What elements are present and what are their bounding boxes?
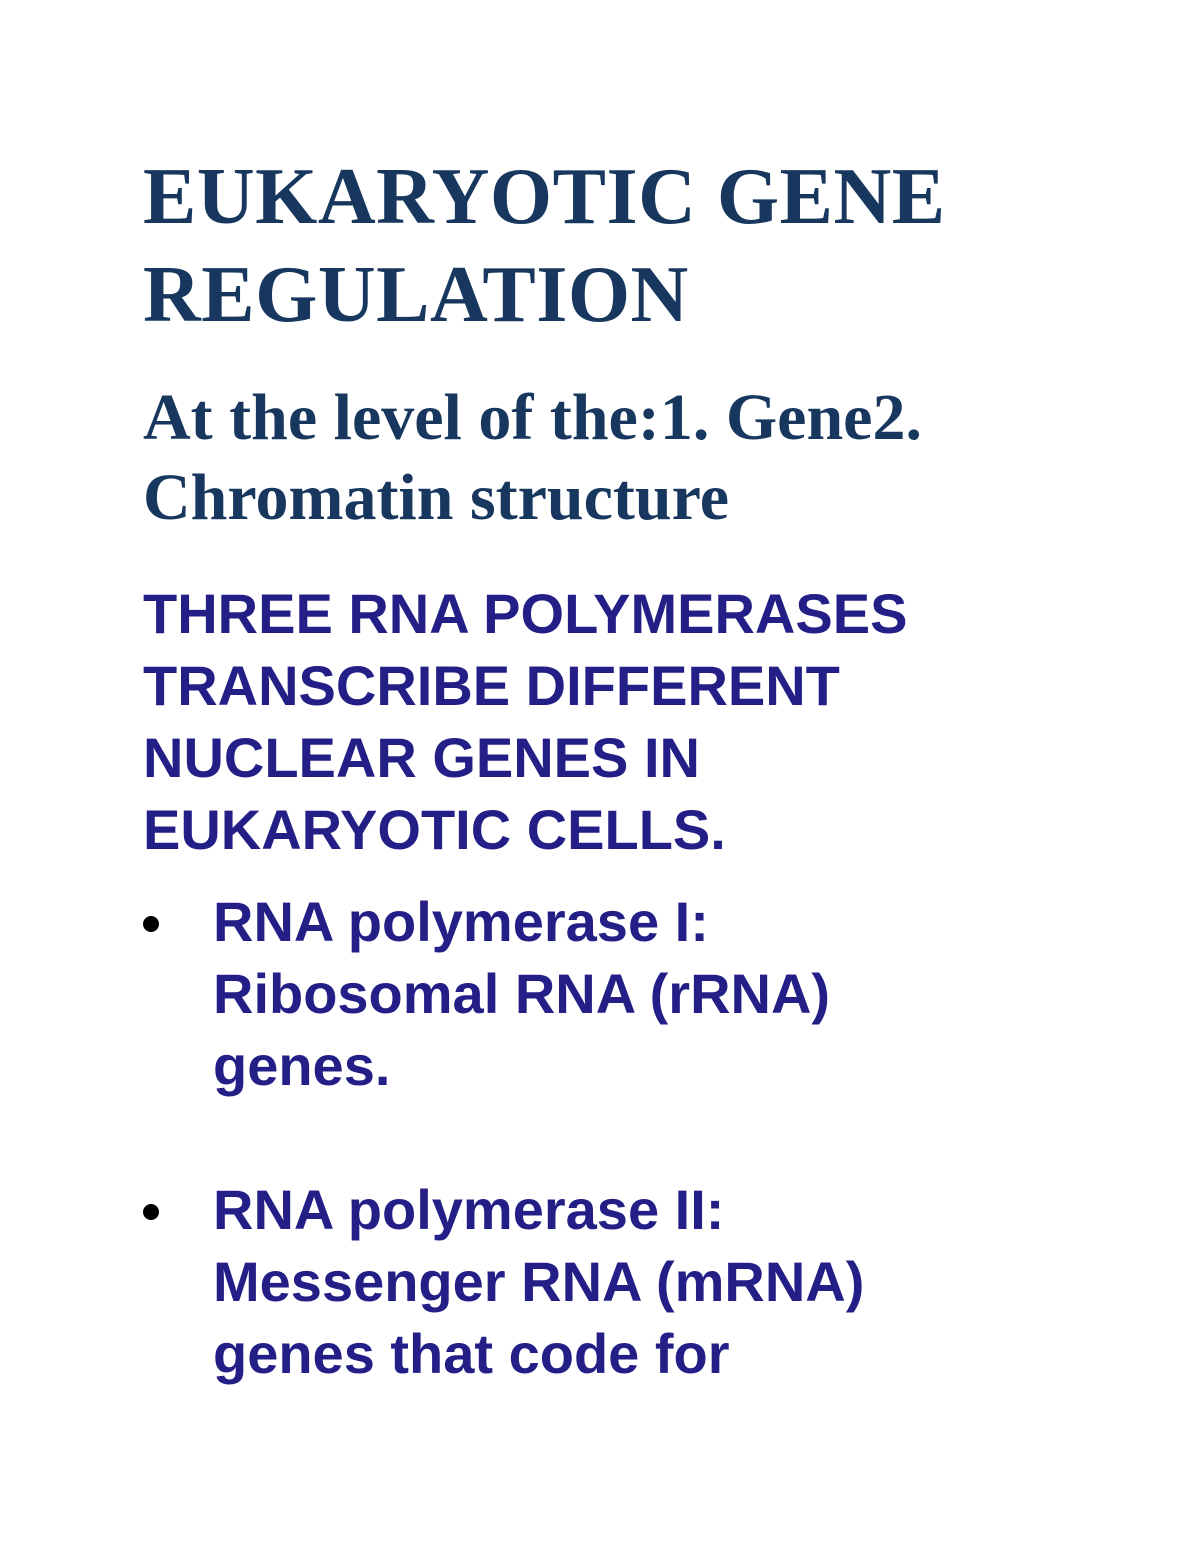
bullet-line: Ribosomal RNA (rRNA) <box>213 962 831 1025</box>
bullet-dot-icon <box>143 1204 159 1220</box>
heading-line: EUKARYOTIC CELLS. <box>143 798 726 861</box>
bullet-line: Messenger RNA (mRNA) <box>213 1250 865 1313</box>
bullet-item-rna-polymerase-1: RNA polymerase I: Ribosomal RNA (rRNA) g… <box>143 886 1113 1102</box>
title-line: EUKARYOTIC GENE <box>143 153 946 241</box>
bullet-line: genes that code for <box>213 1322 730 1385</box>
title-line: REGULATION <box>143 251 689 339</box>
bullet-line: RNA polymerase I: <box>213 890 709 953</box>
bullet-dot-icon <box>143 916 159 932</box>
section-heading: THREE RNA POLYMERASES TRANSCRIBE DIFFERE… <box>143 578 1143 866</box>
heading-line: THREE RNA POLYMERASES <box>143 582 908 645</box>
subtitle: At the level of the:1. Gene2. Chromatin … <box>143 378 1043 538</box>
subtitle-line: Chromatin structure <box>143 461 730 534</box>
page-title: EUKARYOTIC GENE REGULATION <box>143 148 946 344</box>
subtitle-line: At the level of the:1. Gene2. <box>143 381 922 454</box>
heading-line: TRANSCRIBE DIFFERENT <box>143 654 840 717</box>
bullet-line: RNA polymerase II: <box>213 1178 725 1241</box>
heading-line: NUCLEAR GENES IN <box>143 726 700 789</box>
bullet-item-rna-polymerase-2: RNA polymerase II: Messenger RNA (mRNA) … <box>143 1174 1113 1390</box>
bullet-list: RNA polymerase I: Ribosomal RNA (rRNA) g… <box>143 886 1113 1390</box>
bullet-line: genes. <box>213 1034 391 1097</box>
